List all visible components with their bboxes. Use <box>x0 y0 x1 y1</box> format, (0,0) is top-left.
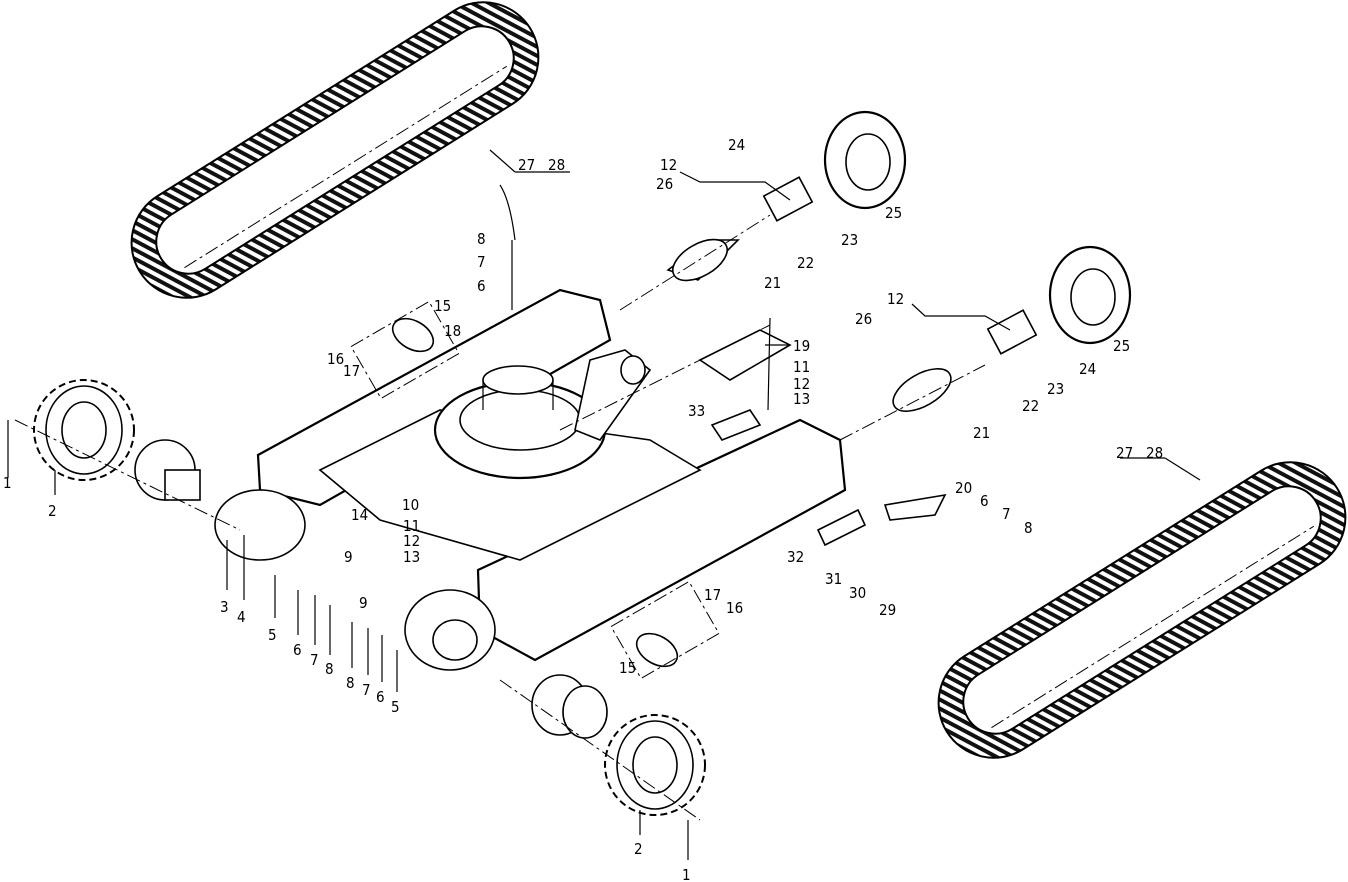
callout-9: 9 <box>359 594 368 612</box>
callout-6: 6 <box>477 277 486 295</box>
callout-13: 13 <box>403 548 420 566</box>
callout-18: 18 <box>444 322 461 340</box>
callout-10: 10 <box>402 496 419 514</box>
callout-5: 5 <box>268 626 277 644</box>
idler-lower <box>892 245 1132 412</box>
callout-28: 28 <box>1146 444 1163 462</box>
callout-13: 13 <box>793 390 810 408</box>
track-frame <box>214 288 847 671</box>
callout-9: 9 <box>344 548 353 566</box>
carrier-rollers <box>391 317 947 668</box>
callout-2: 2 <box>48 502 57 520</box>
callout-25: 25 <box>1113 337 1130 355</box>
callout-16: 16 <box>327 350 344 368</box>
callout-14: 14 <box>351 506 368 524</box>
callout-12: 12 <box>660 156 677 174</box>
callout-11: 11 <box>403 517 420 535</box>
callout-17: 17 <box>343 362 360 380</box>
callout-1: 1 <box>682 866 691 882</box>
callout-16: 16 <box>726 599 743 617</box>
callout-8: 8 <box>1024 519 1033 537</box>
callout-17: 17 <box>704 586 721 604</box>
callout-12: 12 <box>887 290 904 308</box>
callout-4: 4 <box>237 608 246 626</box>
callout-22: 22 <box>1022 397 1039 415</box>
callout-30: 30 <box>849 584 866 602</box>
callout-21: 21 <box>764 274 781 292</box>
callout-7: 7 <box>1002 505 1011 523</box>
callout-26: 26 <box>855 310 872 328</box>
callout-7: 7 <box>310 651 319 669</box>
callout-21: 21 <box>973 424 990 442</box>
callout-32: 32 <box>787 548 804 566</box>
idler-upper <box>666 110 907 282</box>
callout-26: 26 <box>656 175 673 193</box>
callout-2: 2 <box>634 840 643 858</box>
leader-lines <box>7 149 1201 860</box>
callout-25: 25 <box>885 204 902 222</box>
callout-11: 11 <box>793 358 810 376</box>
callout-33: 33 <box>688 402 705 420</box>
callout-24: 24 <box>1079 360 1096 378</box>
callout-1: 1 <box>3 474 12 492</box>
callout-labels: 27 28 27 28 12 24 26 25 23 22 21 8 7 6 1… <box>3 136 1163 882</box>
callout-8: 8 <box>477 230 486 248</box>
callout-7: 7 <box>477 253 486 271</box>
callout-23: 23 <box>1047 380 1064 398</box>
callout-8: 8 <box>325 660 334 678</box>
track-chain-lower <box>937 461 1347 759</box>
callout-20: 20 <box>955 479 972 497</box>
callout-24: 24 <box>728 136 745 154</box>
callout-6: 6 <box>980 492 989 510</box>
callout-6: 6 <box>376 688 385 706</box>
sprocket-right <box>531 674 706 816</box>
sprocket-left <box>33 379 201 501</box>
callout-12: 12 <box>793 375 810 393</box>
callout-6: 6 <box>293 641 302 659</box>
callout-8: 8 <box>346 674 355 692</box>
callout-22: 22 <box>797 254 814 272</box>
callout-27: 27 <box>518 156 535 174</box>
callout-19: 19 <box>793 337 810 355</box>
callout-5: 5 <box>391 698 400 716</box>
assembly-lines <box>14 214 986 821</box>
callout-29: 29 <box>879 601 896 619</box>
callout-12: 12 <box>403 532 420 550</box>
callout-7: 7 <box>362 681 371 699</box>
callout-27: 27 <box>1116 444 1133 462</box>
callout-28: 28 <box>548 156 565 174</box>
callout-31: 31 <box>825 570 842 588</box>
track-chain-upper <box>130 1 540 299</box>
callout-15: 15 <box>619 659 636 677</box>
callout-23: 23 <box>841 231 858 249</box>
callout-3: 3 <box>220 598 229 616</box>
callout-15: 15 <box>434 297 451 315</box>
